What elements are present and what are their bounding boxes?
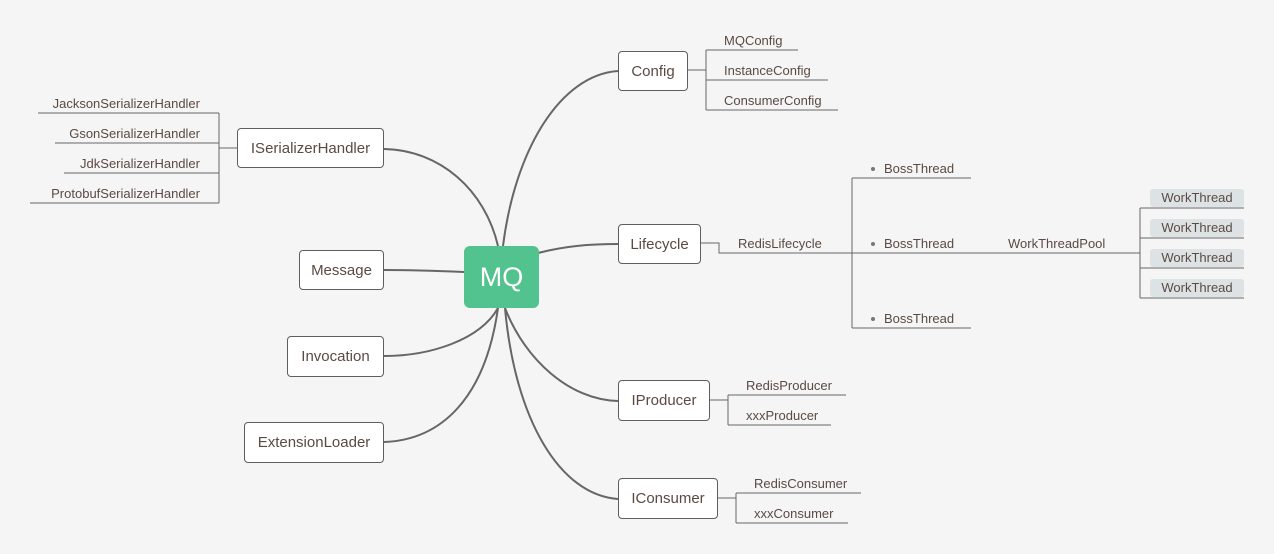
iconsumer-node[interactable]: IConsumer (618, 478, 718, 519)
branch-extension (383, 307, 499, 443)
consumer-child-redis[interactable]: RedisConsumer (754, 476, 848, 491)
invocation-node[interactable]: Invocation (287, 336, 384, 377)
boss-thread-1[interactable]: BossThread (884, 161, 955, 176)
work-thread-4[interactable]: WorkThread (1150, 279, 1244, 297)
producer-child-redis[interactable]: RedisProducer (746, 378, 832, 393)
serializer-child-jackson[interactable]: JacksonSerializerHandler (52, 96, 200, 111)
boss-thread-2[interactable]: BossThread (884, 236, 955, 251)
bullet-icon (871, 317, 875, 321)
branch-consumer (504, 307, 619, 500)
config-node[interactable]: Config (618, 51, 688, 91)
branch-invocation (383, 307, 499, 357)
extensionloader-node[interactable]: ExtensionLoader (244, 422, 384, 463)
branch-config (502, 70, 619, 247)
bullet-icon (871, 242, 875, 246)
lifecycle-node[interactable]: Lifecycle (618, 224, 701, 264)
producer-child-xxx[interactable]: xxxProducer (746, 408, 819, 423)
redis-lifecycle-label[interactable]: RedisLifecycle (738, 236, 822, 251)
root-node[interactable]: MQ (464, 246, 539, 308)
serializer-child-protobuf[interactable]: ProtobufSerializerHandler (51, 186, 200, 201)
work-thread-1[interactable]: WorkThread (1150, 189, 1244, 207)
branch-lifecycle (537, 243, 619, 254)
consumer-child-xxx[interactable]: xxxConsumer (754, 506, 834, 521)
config-child-instanceconfig[interactable]: InstanceConfig (724, 63, 811, 78)
branch-serializer (383, 148, 499, 247)
serializer-child-jdk[interactable]: JdkSerializerHandler (80, 156, 200, 171)
config-child-consumerconfig[interactable]: ConsumerConfig (724, 93, 822, 108)
branch-message (383, 269, 465, 273)
bullet-icon (871, 167, 875, 171)
branch-producer (504, 307, 619, 402)
iproducer-node[interactable]: IProducer (618, 380, 710, 421)
message-node[interactable]: Message (299, 250, 384, 290)
config-child-mqconfig[interactable]: MQConfig (724, 33, 783, 48)
work-thread-3[interactable]: WorkThread (1150, 249, 1244, 267)
work-thread-2[interactable]: WorkThread (1150, 219, 1244, 237)
iserializerhandler-node[interactable]: ISerializerHandler (237, 128, 384, 168)
work-thread-pool-label[interactable]: WorkThreadPool (1008, 236, 1106, 251)
serializer-child-gson[interactable]: GsonSerializerHandler (69, 126, 200, 141)
boss-thread-3[interactable]: BossThread (884, 311, 955, 326)
